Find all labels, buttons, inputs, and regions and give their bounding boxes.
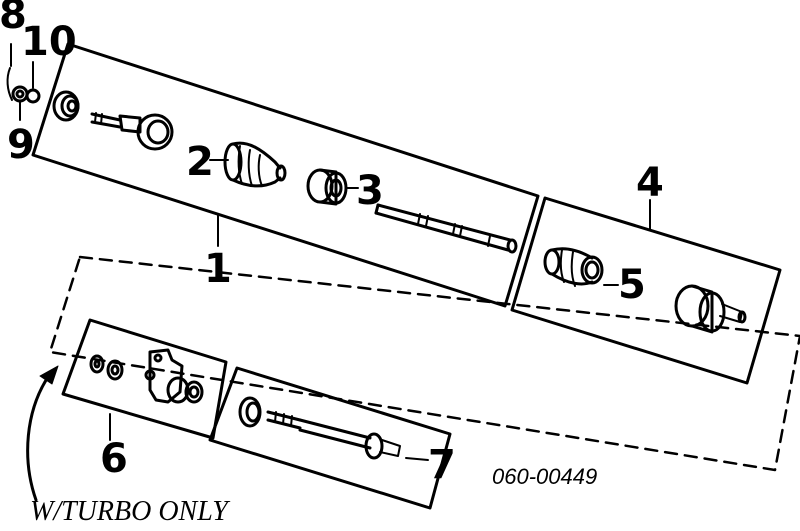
shaft-icon	[374, 203, 518, 254]
outer-boot-icon	[543, 247, 604, 287]
clip-part-8	[6, 67, 13, 101]
inner-joint-icon	[90, 112, 174, 151]
bracket-icon	[144, 348, 204, 404]
inner-cup-icon	[52, 90, 80, 122]
callout-7: 7	[428, 442, 456, 488]
bearing-icon	[306, 168, 348, 206]
callout-5: 5	[618, 262, 646, 308]
nut-part-9	[11, 85, 29, 103]
washer-icon	[89, 354, 124, 381]
callout-8: 8	[0, 0, 27, 38]
panel-axle-assembly	[31, 42, 540, 308]
turbo-note: W/TURBO ONLY	[30, 496, 231, 527]
callout-6: 6	[100, 436, 128, 482]
turbo-arrow-head	[39, 365, 59, 385]
turbo-arrow-line	[26, 372, 52, 502]
turbo-cup-icon	[238, 396, 262, 428]
callout-1: 1	[204, 246, 232, 292]
panel-turbo-shaft	[208, 366, 452, 510]
callout-4: 4	[636, 160, 664, 206]
diagram-code: 060-00449	[492, 464, 597, 489]
panel-outer-joint	[510, 196, 782, 385]
callout-3: 3	[356, 168, 384, 214]
washer-part-10	[25, 88, 41, 104]
callout-2: 2	[186, 139, 214, 185]
outer-joint-icon	[674, 284, 747, 334]
turbo-shaft-icon	[266, 410, 401, 460]
callout-9: 9	[7, 122, 35, 168]
callout-10: 10	[21, 19, 77, 65]
leader-7	[405, 457, 429, 461]
panel-turbo-dashed	[48, 255, 800, 472]
panel-turbo-bracket	[61, 318, 228, 440]
boot-icon	[223, 141, 287, 188]
